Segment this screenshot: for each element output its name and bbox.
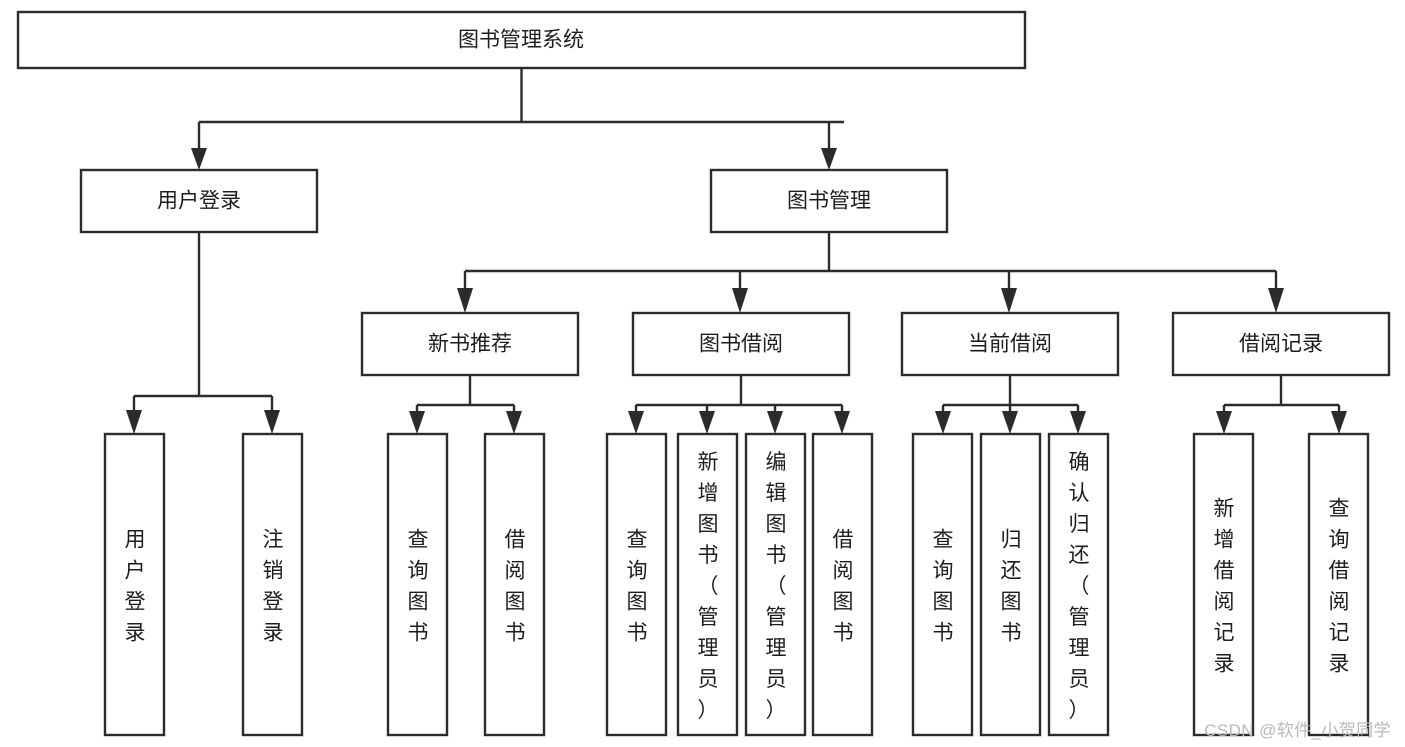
node-root-system-box[interactable] [16, 10, 1027, 70]
leaf-book-borrow-4[interactable]: 借阅图书 [811, 432, 874, 737]
arrow-head-current-borrow [1001, 288, 1017, 313]
leaf-current-borrow-1-label: 查询图书 [933, 529, 954, 645]
node-new-book-recommend-box[interactable] [360, 311, 580, 377]
node-root-system[interactable]: 图书管理系统 [16, 10, 1027, 70]
leaf-new-book-2[interactable]: 借阅图书 [483, 432, 546, 737]
node-borrow-record-label: 借阅记录 [1239, 333, 1323, 356]
leaf-current-borrow-2-box[interactable] [979, 432, 1042, 737]
node-new-book-recommend[interactable]: 新书推荐 [360, 311, 580, 377]
arrow-head-new-book [457, 288, 473, 313]
leaf-user-login-1-box[interactable] [103, 432, 166, 737]
node-borrow-record-box[interactable] [1171, 311, 1391, 377]
leaf-book-borrow-3-label: 编辑图书（管理员） [766, 451, 787, 722]
arrow-head-leaf-book-borrow-2 [699, 411, 715, 434]
leaf-book-borrow-4-box[interactable] [811, 432, 874, 737]
csdn-watermark: CSDN @软件_小贺同学 [1204, 721, 1391, 740]
arrow-head-leaf-current-3 [1070, 411, 1086, 434]
leaf-current-borrow-1[interactable]: 查询图书 [911, 432, 974, 737]
node-book-borrow[interactable]: 图书借阅 [631, 311, 851, 377]
leaf-book-borrow-3[interactable]: 编辑图书（管理员） [744, 432, 807, 737]
node-root-system-label: 图书管理系统 [458, 29, 584, 52]
arrow-head-borrow-record [1268, 288, 1284, 313]
leaf-book-borrow-2-box[interactable] [676, 432, 739, 737]
arrow-head-leaf-current-2 [1002, 411, 1018, 434]
leaf-borrow-record-2-box[interactable] [1307, 432, 1370, 737]
connector-layer [126, 68, 1347, 434]
arrow-head-leaf-new-book-2 [506, 411, 522, 434]
leaf-borrow-record-2[interactable]: 查询借阅记录 [1307, 432, 1370, 737]
node-current-borrow-label: 当前借阅 [968, 333, 1052, 356]
leaf-book-borrow-2[interactable]: 新增图书（管理员） [676, 432, 739, 737]
arrow-head-book-borrow [732, 288, 748, 313]
leaf-borrow-record-2-label: 查询借阅记录 [1329, 498, 1350, 676]
leaf-book-borrow-2-label: 新增图书（管理员） [698, 451, 719, 722]
arrow-head-leaf-user-login-1 [126, 410, 142, 434]
arrow-head-leaf-book-borrow-3 [767, 411, 783, 434]
leaf-new-book-2-box[interactable] [483, 432, 546, 737]
leaf-borrow-record-1[interactable]: 新增借阅记录 [1192, 432, 1255, 737]
leaf-borrow-record-1-box[interactable] [1192, 432, 1255, 737]
node-current-borrow-box[interactable] [900, 311, 1120, 377]
node-user-login-box[interactable] [79, 168, 319, 234]
arrow-head-leaf-new-book-1 [409, 411, 425, 434]
node-user-login-label: 用户登录 [157, 190, 241, 213]
node-book-management-box[interactable] [709, 168, 949, 234]
arrow-head-leaf-record-1 [1216, 411, 1232, 434]
leaf-book-borrow-4-label: 借阅图书 [833, 529, 854, 645]
leaf-current-borrow-2[interactable]: 归还图书 [979, 432, 1042, 737]
node-new-book-recommend-label: 新书推荐 [428, 333, 512, 356]
leaf-user-login-1-label: 用户登录 [125, 529, 146, 645]
arrow-head-user-login [191, 148, 207, 170]
arrow-head-leaf-record-2 [1331, 411, 1347, 434]
leaf-current-borrow-3-box[interactable] [1047, 432, 1110, 737]
node-user-login[interactable]: 用户登录 [79, 168, 319, 234]
arrow-head-leaf-book-borrow-4 [834, 411, 850, 434]
node-book-management[interactable]: 图书管理 [709, 168, 949, 234]
leaf-user-login-1[interactable]: 用户登录 [103, 432, 166, 737]
leaf-book-borrow-1[interactable]: 查询图书 [605, 432, 668, 737]
leaf-new-book-1-box[interactable] [386, 432, 449, 737]
leaf-borrow-record-1-label: 新增借阅记录 [1214, 498, 1235, 676]
leaf-new-book-1-label: 查询图书 [408, 529, 429, 645]
leaf-current-borrow-3-label: 确认归还（管理员） [1069, 451, 1090, 722]
node-borrow-record[interactable]: 借阅记录 [1171, 311, 1391, 377]
leaf-user-login-2[interactable]: 注销登录 [241, 432, 304, 737]
node-book-management-label: 图书管理 [787, 190, 871, 213]
node-book-borrow-box[interactable] [631, 311, 851, 377]
leaf-book-borrow-1-label: 查询图书 [627, 529, 648, 645]
leaf-current-borrow-1-box[interactable] [911, 432, 974, 737]
node-current-borrow[interactable]: 当前借阅 [900, 311, 1120, 377]
arrow-head-leaf-user-login-2 [264, 410, 280, 434]
leaf-book-borrow-3-box[interactable] [744, 432, 807, 737]
leaf-new-book-2-label: 借阅图书 [505, 529, 526, 645]
arrow-head-book-mgmt [821, 148, 837, 170]
arrow-head-leaf-current-1 [935, 411, 951, 434]
leaf-book-borrow-1-box[interactable] [605, 432, 668, 737]
arrow-head-leaf-book-borrow-1 [628, 411, 644, 434]
leaf-current-borrow-2-label: 归还图书 [1001, 529, 1022, 645]
leaf-user-login-2-label: 注销登录 [263, 529, 284, 645]
leaf-user-login-2-box[interactable] [241, 432, 304, 737]
leaf-new-book-1[interactable]: 查询图书 [386, 432, 449, 737]
leaf-current-borrow-3[interactable]: 确认归还（管理员） [1047, 432, 1110, 737]
node-book-borrow-label: 图书借阅 [699, 333, 783, 356]
